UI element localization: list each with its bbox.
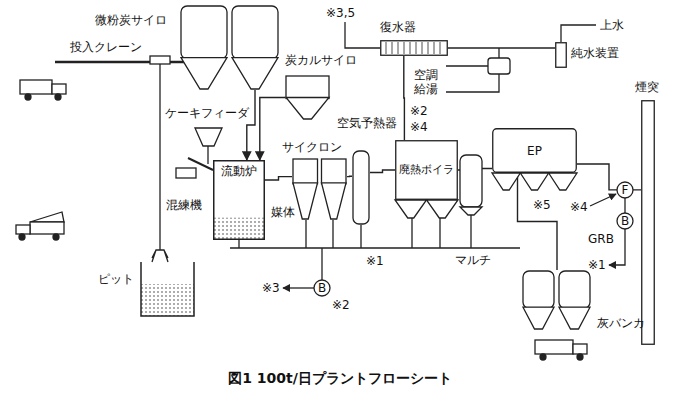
fan-symbol xyxy=(617,182,633,198)
multicyclone-hopper xyxy=(460,207,482,215)
callout-number: ※5 xyxy=(533,198,551,212)
callout-number: ※3,5 xyxy=(326,6,355,20)
flow-line xyxy=(370,170,395,173)
node-outline xyxy=(380,40,448,56)
ash-bunker: 灰バンカ xyxy=(522,270,592,330)
node-outline xyxy=(522,270,592,330)
node-text: サイクロン xyxy=(282,140,342,154)
silo: 微粉炭サイロ xyxy=(180,5,280,90)
flow-line xyxy=(247,90,255,160)
node-text: 微粉炭サイロ xyxy=(95,13,167,27)
flue-duct xyxy=(230,215,520,248)
multicyclone xyxy=(460,155,482,207)
precipitator-box: EP xyxy=(492,128,577,173)
gas-line xyxy=(590,194,616,206)
feed-pipe xyxy=(207,146,208,164)
pure-water-unit: 純水装置 xyxy=(555,42,567,68)
fan-letter: B xyxy=(617,214,633,228)
pit: ピット xyxy=(140,262,195,317)
node-outline xyxy=(555,42,567,68)
callout-number: ※2 xyxy=(332,298,350,312)
part-label: ケーキフィーダ xyxy=(165,106,249,120)
node-text: 煙突 xyxy=(635,80,659,94)
node-outline xyxy=(285,75,330,120)
truck xyxy=(16,212,64,240)
fan-letter: B xyxy=(314,281,330,295)
node-outline xyxy=(352,150,370,225)
callout-number: ※1 xyxy=(588,258,606,272)
crane-trolley xyxy=(150,56,170,64)
flow-line xyxy=(260,98,285,161)
callout-number: ※4 xyxy=(410,120,428,134)
callout-number: ※1 xyxy=(366,254,384,268)
node-text: 空気予熱器 xyxy=(337,116,397,130)
flow-line xyxy=(448,47,555,48)
part-label: 投入クレーン xyxy=(70,40,142,54)
part-label: 媒体 xyxy=(271,205,295,219)
flow-line xyxy=(403,56,405,140)
hoist-wire xyxy=(159,64,160,250)
callout-number: ※3 xyxy=(262,281,280,295)
mixer xyxy=(176,168,196,178)
grab-bucket xyxy=(152,250,168,262)
truck xyxy=(535,340,587,360)
node-outline xyxy=(180,5,280,90)
furnace-box: 流動炉 xyxy=(213,160,265,240)
node-text: 復水器 xyxy=(380,20,416,34)
node-text: EP xyxy=(527,144,542,158)
node-text: ピット xyxy=(98,272,134,286)
water-tank xyxy=(488,58,510,74)
part-label: マルチ xyxy=(455,253,491,267)
supply-line xyxy=(446,48,499,92)
steam-line xyxy=(345,22,380,48)
flow-line xyxy=(518,173,558,270)
node-text: 灰バンカ xyxy=(597,316,645,330)
part-label: 空調 給湯 xyxy=(414,68,442,96)
node-text: 廃熱ボイラ xyxy=(399,163,454,177)
node-text: 炭カルサイロ xyxy=(285,53,357,67)
part-label: GRB xyxy=(588,232,614,246)
condenser: 復水器 xyxy=(380,40,448,56)
chimney: 煙突 xyxy=(641,100,655,345)
node-outline xyxy=(140,262,195,317)
figure-caption: 図1 100t/日プラントフローシート xyxy=(0,369,680,387)
node-outline xyxy=(641,100,655,345)
city-water-line xyxy=(561,25,596,42)
node-outline xyxy=(292,158,347,220)
callout-number: ※2 xyxy=(410,104,428,118)
air-duct xyxy=(321,248,322,280)
part-label: 混練機 xyxy=(166,198,202,212)
cake-feeder-hopper xyxy=(195,128,222,146)
silo: 炭カルサイロ xyxy=(285,75,330,120)
boiler-box: 廃熱ボイラ xyxy=(395,140,458,200)
blower-symbol xyxy=(314,280,330,296)
flow-line xyxy=(265,177,292,180)
node-text: 純水装置 xyxy=(571,46,619,60)
air-preheater: 空気予熱器 xyxy=(352,150,370,225)
gas-line xyxy=(624,198,625,213)
callout-number: ※4 xyxy=(570,200,588,214)
blower-symbol xyxy=(617,213,633,229)
part-label: 上水 xyxy=(600,18,624,32)
cyclone: サイクロン xyxy=(292,158,347,220)
air-line xyxy=(283,287,314,288)
truck xyxy=(20,80,66,100)
node-text: 流動炉 xyxy=(221,164,257,178)
flow-line xyxy=(347,176,352,178)
fan-letter: F xyxy=(617,183,633,197)
